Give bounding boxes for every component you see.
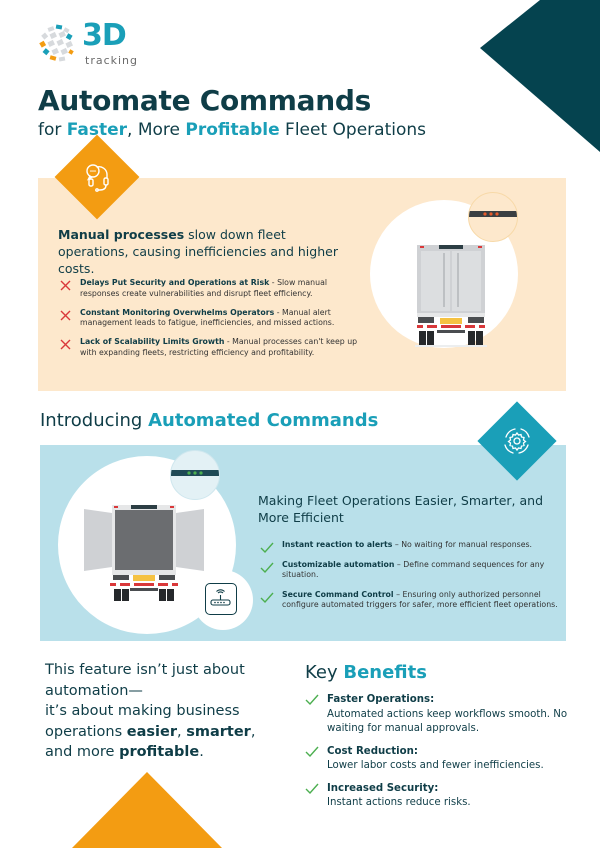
problem-item: Delays Put Security and Operations at Ri… [58,278,358,299]
problem-item: Constant Monitoring Overwhelms Operators… [58,308,358,329]
benefit-item: Increased Security: Instant actions redu… [305,782,595,811]
orange-triangle-decoration [72,772,222,848]
truck-closed-illustration [415,245,487,347]
check-icon [260,592,274,603]
logo-tagline: tracking [85,54,139,67]
solution-item: Customizable automation – Define command… [258,560,558,581]
solution-heading: Making Fleet Operations Easier, Smarter,… [258,493,544,525]
check-icon [305,694,319,705]
benefits-title: Key Benefits [305,662,427,683]
indicator-zoom-circle [468,192,518,242]
red-indicator-bar-icon [469,211,517,217]
x-mark-icon [60,280,71,291]
x-mark-icon [60,339,71,350]
indicator-zoom-circle [170,450,220,500]
check-icon [305,746,319,757]
benefits-list: Faster Operations: Automated actions kee… [305,693,595,819]
closing-statement: This feature isn’t just about automation… [45,662,256,760]
solution-item: Secure Command Control – Ensuring only a… [258,590,558,611]
benefit-item: Cost Reduction: Lower labor costs and fe… [305,745,595,774]
problem-list: Delays Put Security and Operations at Ri… [58,278,358,367]
green-indicator-bar-icon [171,470,219,476]
tracker-device-icon [205,583,237,615]
gear-cycle-icon [504,428,530,454]
page-subtitle: for Faster, More Profitable Fleet Operat… [38,120,426,140]
headset-chat-icon [86,164,109,192]
globe-logo-icon [39,24,74,62]
logo-wordmark: 3D [82,18,127,53]
page-title: Automate Commands [38,84,371,117]
check-icon [260,542,274,553]
solution-list: Instant reaction to alerts – No waiting … [258,540,558,620]
solution-title: Introducing Automated Commands [40,410,379,431]
benefit-item: Faster Operations: Automated actions kee… [305,693,595,737]
problem-item: Lack of Scalability Limits Growth - Manu… [58,337,358,358]
check-icon [305,783,319,794]
truck-open-illustration [84,505,204,601]
problem-lead-text: Manual processes slow down fleet operati… [58,227,338,276]
check-icon [260,562,274,573]
solution-item: Instant reaction to alerts – No waiting … [258,540,558,553]
brand-logo: 3D tracking [36,18,146,68]
x-mark-icon [60,310,71,320]
corner-diamond-decoration [480,0,600,152]
